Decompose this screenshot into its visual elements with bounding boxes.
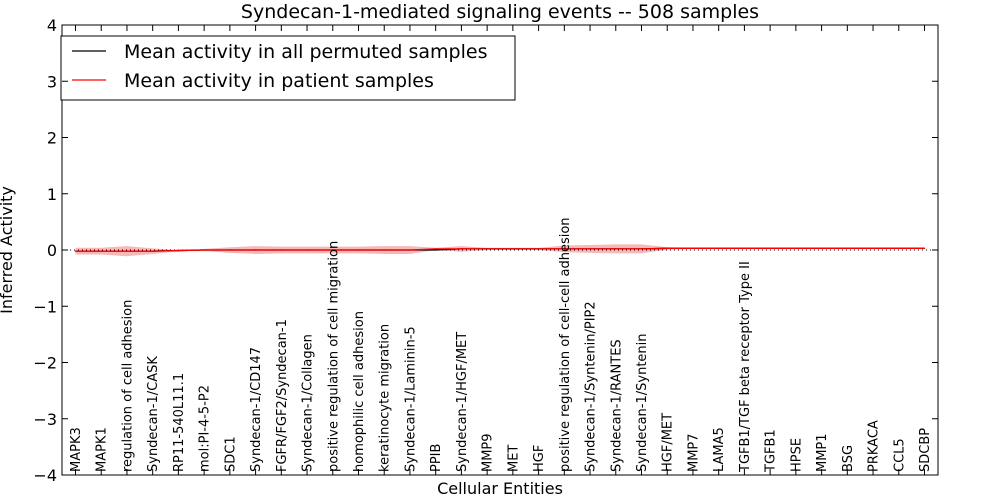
- point-permuted-14: [435, 249, 437, 251]
- x-tick-label-19: positive regulation of cell-cell adhesio…: [558, 217, 573, 472]
- point-patient-27: [769, 247, 771, 249]
- point-patient-22: [640, 248, 643, 250]
- x-tick-label-1: MAPK1: [95, 427, 110, 472]
- x-tick-label-15: Syndecan-1/HGF/MET: [455, 332, 470, 472]
- x-tick-label-30: BSG: [841, 445, 856, 472]
- x-tick-label-28: HPSE: [789, 438, 804, 472]
- x-tick-label-21: Syndecan-1/RANTES: [609, 339, 624, 472]
- x-tick-label-2: regulation of cell adhesion: [120, 300, 135, 472]
- x-tick-label-9: Syndecan-1/Collagen: [301, 334, 316, 472]
- x-tick-label-23: HGF/MET: [661, 413, 676, 472]
- x-tick-label-22: Syndecan-1/Syntenin: [635, 334, 650, 473]
- plot-area: [62, 244, 938, 257]
- y-tick-label-5: 1: [47, 185, 57, 204]
- legend-label-permuted: Mean activity in all permuted samples: [124, 41, 487, 63]
- x-tick-label-13: Syndecan-1/Laminin-5: [403, 326, 418, 472]
- chart-title: Syndecan-1-mediated signaling events -- …: [241, 1, 759, 23]
- point-patient-32: [898, 247, 900, 249]
- point-patient-4: [177, 249, 180, 252]
- y-tick-label-2: −2: [33, 354, 57, 373]
- point-patient-20: [589, 248, 591, 250]
- point-patient-21: [615, 248, 617, 250]
- y-tick-label-0: −4: [33, 466, 57, 485]
- x-tick-label-26: TGFB1/TGF beta receptor Type II: [738, 261, 753, 473]
- point-patient-28: [795, 247, 797, 249]
- x-tick-label-33: SDCBP: [918, 428, 933, 472]
- y-tick-label-4: 0: [47, 241, 57, 260]
- point-patient-9: [306, 249, 308, 251]
- x-tick-label-11: homophilic cell adhesion: [352, 311, 367, 472]
- point-patient-14: [435, 248, 437, 250]
- point-patient-6: [229, 249, 231, 251]
- x-tick-label-16: MMP9: [481, 433, 496, 472]
- point-patient-31: [872, 247, 874, 249]
- x-tick-label-27: TGFB1: [764, 429, 779, 473]
- patient-activity-band: [75, 244, 925, 257]
- x-tick-label-0: MAPK3: [69, 427, 84, 472]
- point-patient-2: [126, 250, 128, 252]
- point-patient-24: [692, 247, 694, 249]
- point-patient-23: [666, 247, 668, 249]
- point-patient-33: [923, 247, 926, 249]
- x-tick-label-8: FGFR/FGF2/Syndecan-1: [275, 319, 290, 472]
- x-tick-label-7: Syndecan-1/CD147: [249, 347, 264, 472]
- x-tick-label-3: Syndecan-1/CASK: [146, 356, 161, 472]
- x-tick-label-5: mol:PI-4-5-P2: [198, 385, 213, 472]
- y-tick-label-7: 3: [47, 72, 57, 91]
- y-tick-label-8: 4: [47, 16, 57, 35]
- x-tick-label-29: MMP1: [815, 433, 830, 472]
- point-patient-29: [820, 247, 823, 249]
- point-patient-16: [486, 248, 488, 250]
- x-tick-label-31: PRKACA: [867, 420, 882, 472]
- point-patient-3: [152, 250, 154, 252]
- x-tick-label-14: PPIB: [429, 444, 444, 472]
- y-tick-label-6: 2: [47, 129, 57, 148]
- point-patient-17: [512, 248, 514, 250]
- point-patient-7: [254, 249, 257, 251]
- point-patient-1: [100, 250, 102, 252]
- x-tick-label-12: keratinocyte migration: [378, 324, 393, 472]
- x-tick-label-17: MET: [506, 445, 521, 472]
- y-tick-label-3: −1: [33, 297, 57, 316]
- x-tick-label-32: CCL5: [892, 438, 907, 472]
- point-patient-26: [743, 247, 746, 249]
- point-patient-19: [563, 248, 565, 250]
- point-patient-13: [409, 249, 411, 251]
- point-patient-0: [74, 250, 77, 252]
- x-axis-label: Cellular Entities: [437, 479, 563, 498]
- point-patient-10: [332, 249, 334, 251]
- legend: Mean activity in all permuted samples Me…: [60, 35, 516, 101]
- x-tick-label-20: Syndecan-1/Syntenin/PIP2: [584, 301, 599, 472]
- x-tick-label-25: LAMA5: [712, 427, 727, 472]
- y-axis-label: Inferred Activity: [0, 186, 16, 314]
- x-tick-label-24: MMP7: [686, 433, 701, 472]
- point-patient-8: [280, 249, 282, 251]
- point-patient-5: [203, 249, 205, 251]
- point-patient-11: [357, 249, 360, 251]
- point-patient-18: [537, 248, 540, 250]
- series-line-patient: [75, 247, 925, 252]
- x-tick-label-10: positive regulation of cell migration: [326, 241, 341, 472]
- point-patient-30: [846, 247, 848, 249]
- legend-box: [60, 35, 516, 101]
- x-tick-label-4: RP11-540L11.1: [172, 373, 187, 472]
- x-tick-label-18: HGF: [532, 445, 547, 472]
- point-patient-15: [460, 248, 463, 250]
- y-tick-label-1: −3: [33, 410, 57, 429]
- x-tick-label-6: SDC1: [223, 436, 238, 472]
- point-patient-25: [718, 247, 720, 249]
- point-patient-12: [383, 249, 385, 251]
- legend-label-patient: Mean activity in patient samples: [124, 70, 434, 92]
